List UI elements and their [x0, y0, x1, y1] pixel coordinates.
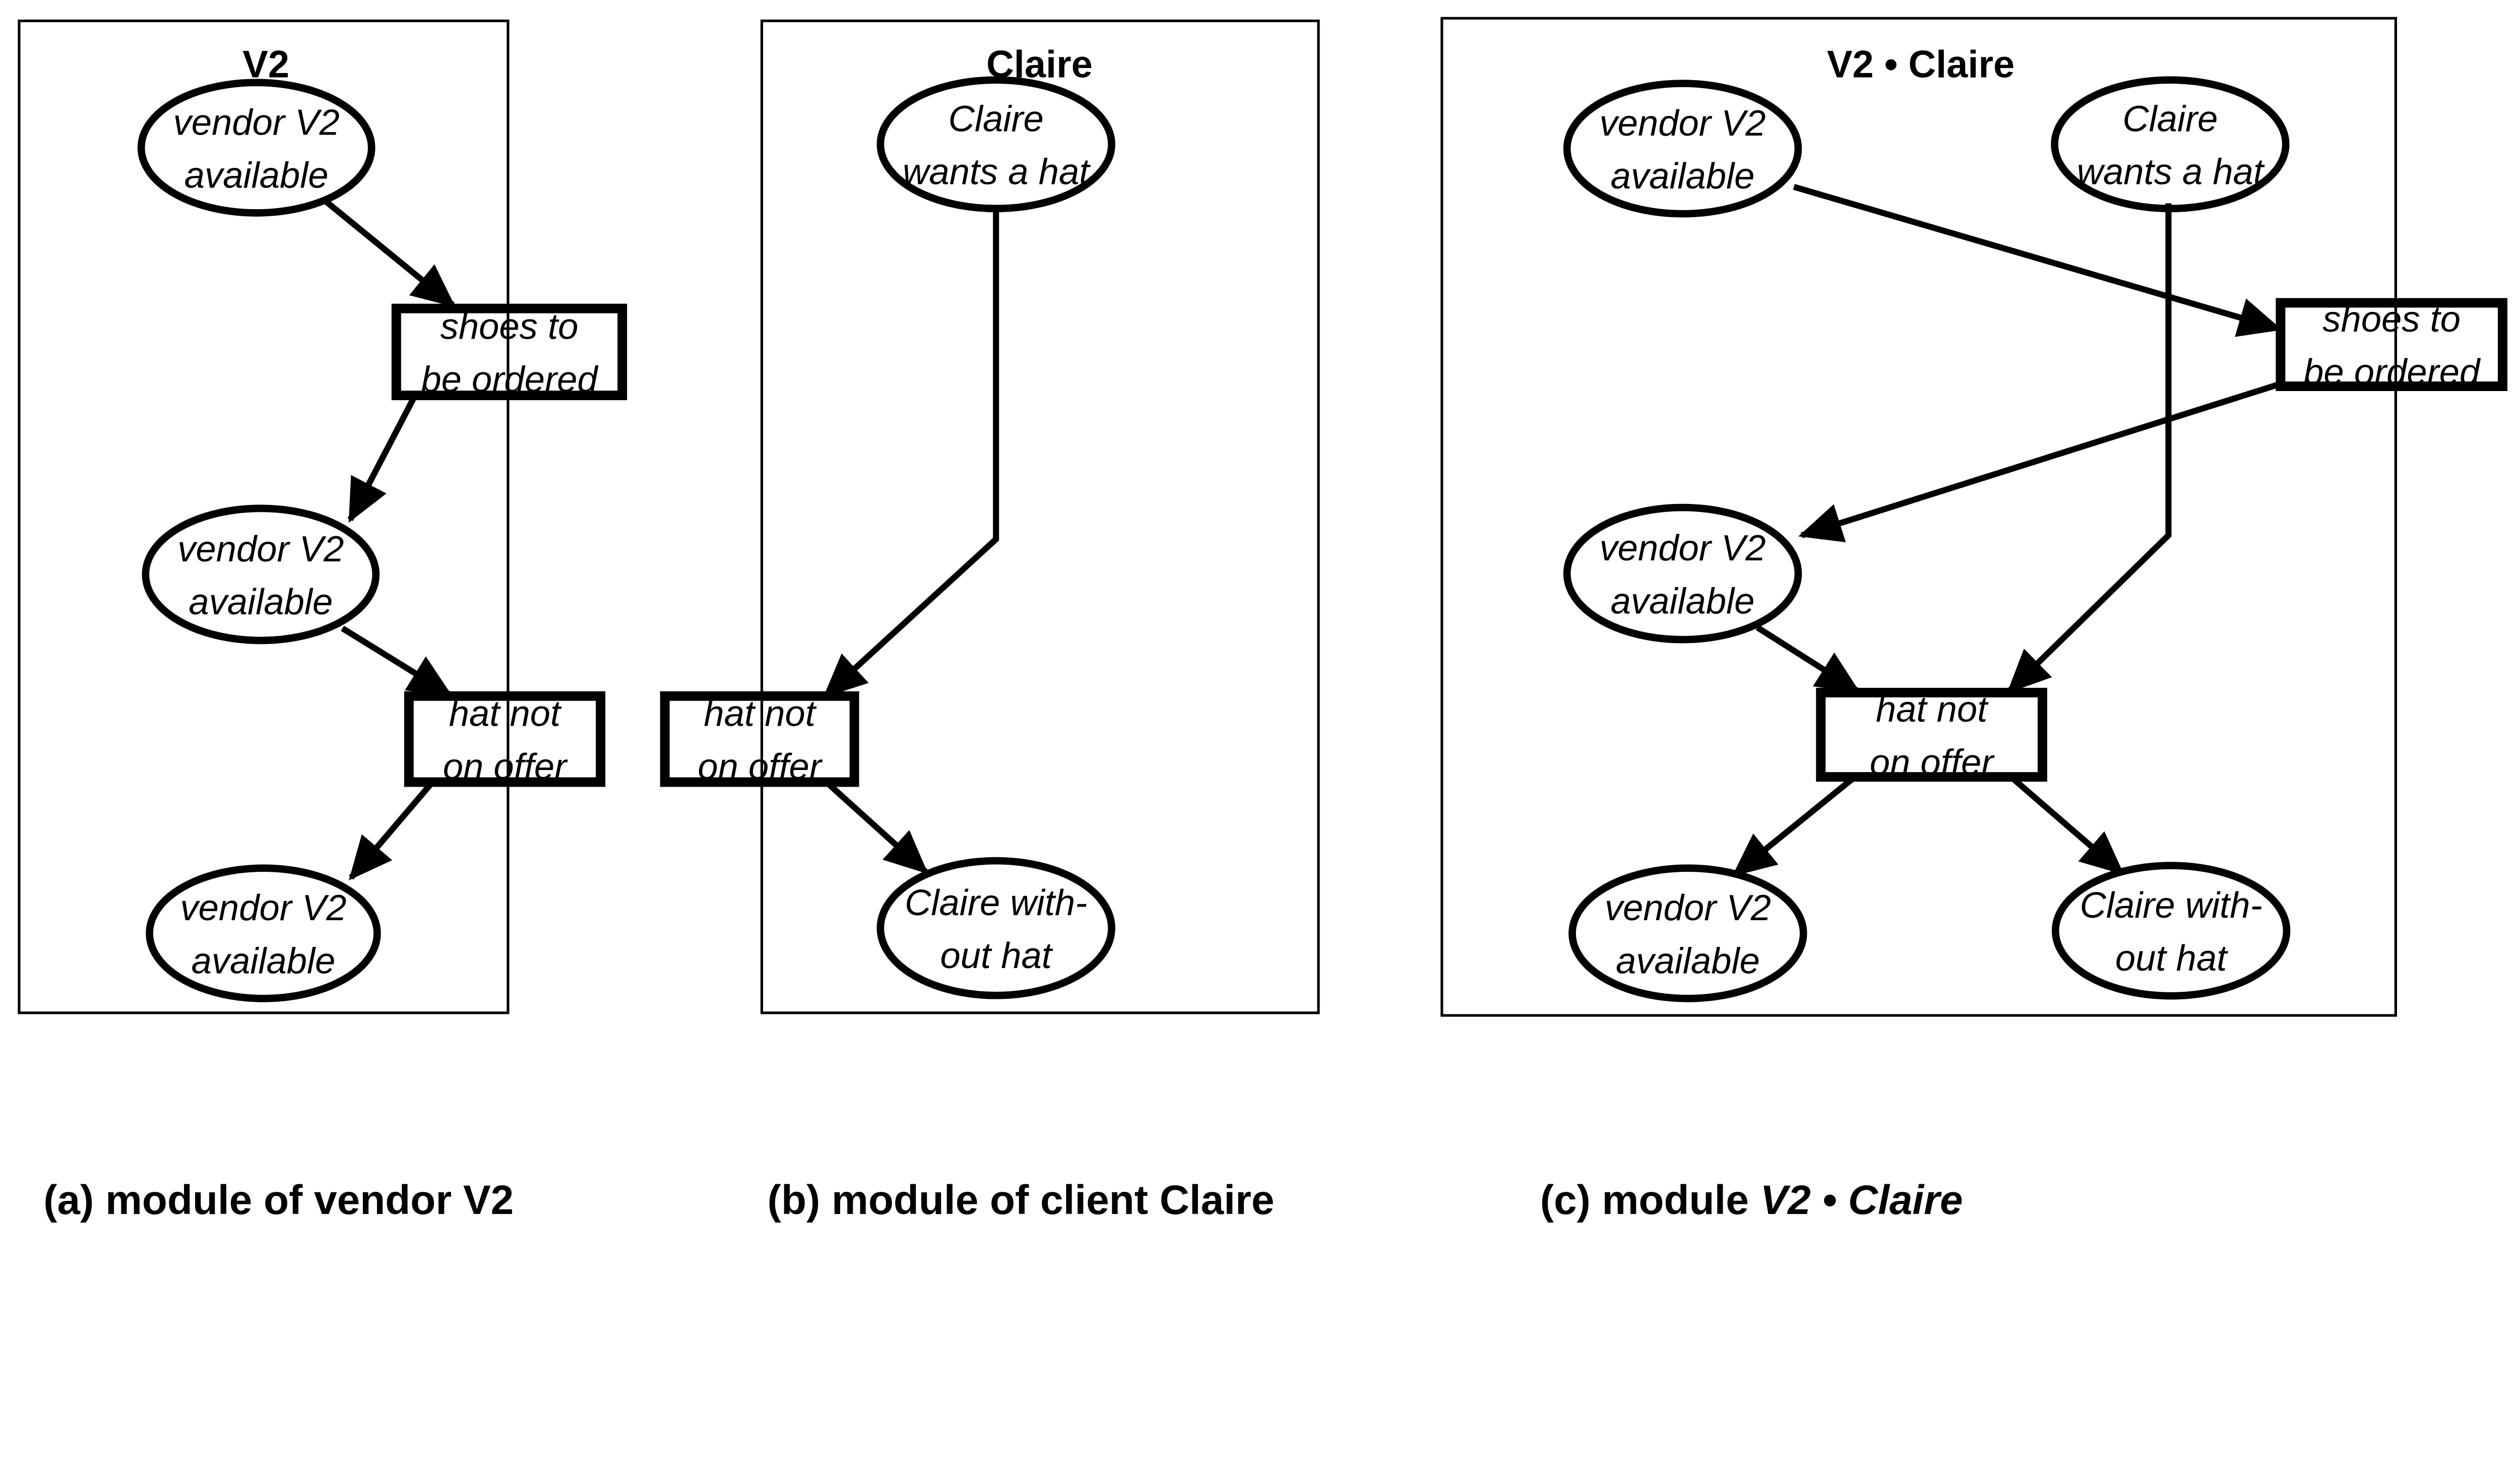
panel-a-arc-available-middle-to-hat-not-offer [341, 625, 453, 697]
panel-c-transition-shoes-to-be-ordered [2276, 298, 2507, 391]
panel-c-arc-wants-hat-to-hat-not-offer [2006, 203, 2172, 693]
panel-c-place-vendor-v2-available-bottom [1568, 864, 1807, 1002]
caption-b: (b) module of client Claire [768, 1177, 1275, 1223]
panel-c-frame [1440, 17, 2397, 1017]
panel-c-place-claire-without-hat [2051, 862, 2291, 1000]
panel-a-arc-available-top-to-shoes-ordered [323, 198, 456, 307]
panel-a-place-vendor-v2-available-middle [142, 504, 380, 645]
panel-c-arc-available-top-to-shoes-ordered [1793, 183, 2283, 337]
panel-c-arc-shoes-ordered-to-available-middle [1798, 381, 2281, 543]
panel-c-arc-hat-not-offer-to-available-bottom [1732, 775, 1856, 877]
panel-b-arc-hat-not-offer-to-claire-without-hat [826, 781, 928, 874]
panel-a-frame [18, 19, 510, 1014]
panel-c-place-vendor-v2-available-top [1563, 80, 1802, 218]
panel-b-transition-hat-not-on-offer [660, 691, 859, 787]
panel-a-arc-shoes-ordered-to-available-middle [347, 397, 417, 523]
panel-c-transition-hat-not-on-offer [1816, 687, 2047, 782]
panel-a-transition-hat-not-on-offer [404, 691, 606, 787]
panel-b-frame [760, 19, 1320, 1014]
panel-a-arc-hat-not-offer-to-available-bottom [349, 783, 433, 880]
panel-b-place-claire-without-hat [876, 857, 1115, 999]
panel-c-place-vendor-v2-available-middle [1563, 503, 1802, 644]
panel-b-place-claire-without-hat-label: Claire with-out hat [905, 882, 1087, 976]
panel-a-transition-shoes-to-be-ordered [391, 303, 627, 401]
panel-c-place-claire-wants-a-hat [2051, 76, 2290, 213]
panel-c-title: V2 • Claire [1827, 43, 2014, 86]
panel-a-place-vendor-v2-available-bottom [146, 864, 381, 1002]
panel-a-place-vendor-v2-available-top [137, 79, 375, 217]
panel-a-title: V2 [242, 43, 289, 86]
panel-c-place-claire-without-hat-label: Claire with-out hat [2080, 885, 2262, 979]
panel-b-place-claire-wants-a-hat [876, 76, 1115, 213]
panel-c-arc-hat-not-offer-to-claire-without-hat [2010, 775, 2124, 875]
panel-c-arc-available-middle-to-hat-not-offer [1755, 624, 1860, 694]
panel-b-arc-wants-hat-to-hat-not-offer [823, 209, 999, 698]
caption-c: (c) module V2 • Claire [1540, 1177, 1963, 1223]
caption-a: (a) module of vendor V2 [43, 1177, 514, 1223]
